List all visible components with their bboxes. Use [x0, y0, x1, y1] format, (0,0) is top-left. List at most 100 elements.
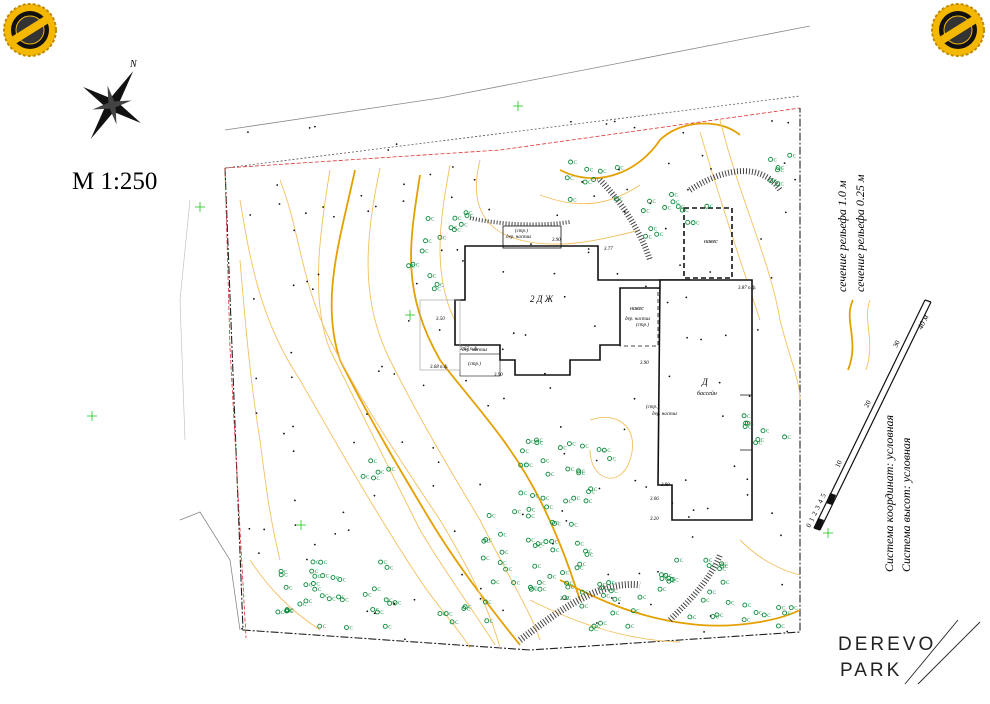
tree-icon: С: [537, 586, 547, 593]
tree-label: С: [468, 606, 472, 611]
tree-icon: С: [566, 441, 576, 448]
elevation-point-icon: [342, 511, 345, 514]
tree-icon: С: [775, 181, 785, 188]
tree-icon: С: [788, 605, 798, 612]
tree-label: С: [524, 492, 528, 497]
tree-label: С: [309, 600, 313, 605]
tree-icon: С: [612, 596, 622, 603]
tree-icon: С: [557, 445, 567, 452]
tree-label: С: [603, 583, 607, 588]
elevation-point-icon: [756, 328, 759, 331]
tree-icon: С: [601, 447, 611, 454]
tree-icon: С: [370, 607, 380, 614]
elevation-point-icon: [733, 465, 736, 468]
elevation-point-icon: [552, 542, 554, 545]
elevation-point-icon: [645, 285, 647, 288]
survey-cross-icon: [87, 411, 97, 421]
tree-label: С: [517, 582, 521, 587]
tree-icon: С: [601, 592, 610, 599]
tree-label: С: [675, 579, 679, 584]
elevation-point-icon: [549, 387, 552, 389]
survey-cross-icon: [296, 520, 306, 530]
elevation-point-icon: [255, 377, 258, 380]
tree-icon: С: [525, 537, 535, 544]
tree-icon: С: [552, 521, 561, 527]
elevation-point-icon: [633, 397, 636, 400]
tree-label: С: [332, 598, 336, 603]
elevation-point-icon: [479, 587, 482, 590]
tree-icon: С: [663, 572, 673, 579]
deck-outline-3: [419, 299, 461, 371]
tree-icon: С: [312, 573, 322, 580]
tree-label: С: [324, 561, 328, 566]
plan-annotation: 3.06: [650, 497, 659, 502]
elevation-point-icon: [334, 533, 337, 535]
elevation-point-icon: [709, 271, 712, 273]
tree-label: С: [660, 233, 664, 238]
tree-label: С: [563, 447, 567, 452]
tree-label: С: [290, 610, 294, 615]
tree-label: С: [381, 471, 385, 476]
tree-icon: С: [753, 440, 763, 447]
tree-icon: С: [362, 591, 372, 598]
tree-icon: С: [579, 589, 589, 596]
tree-icon: С: [775, 167, 785, 174]
elevation-point-icon: [746, 478, 749, 481]
tree-label: С: [525, 450, 529, 455]
tree-icon: С: [544, 504, 554, 511]
tree-icon: С: [449, 619, 459, 626]
elevation-point-icon: [563, 295, 566, 298]
elevation-point-icon: [666, 301, 669, 304]
tree-icon: С: [768, 178, 778, 185]
tree-label: С: [668, 207, 672, 212]
tree-label: С: [782, 607, 786, 612]
tree-label: С: [509, 568, 513, 573]
tree-icon: С: [599, 585, 609, 592]
elevation-point-icon: [381, 365, 383, 368]
tree-icon: С: [525, 513, 535, 520]
tree-icon: С: [687, 614, 697, 621]
tree-icon: С: [360, 473, 370, 480]
elevation-point-icon: [623, 211, 626, 213]
elevation-point-icon: [616, 272, 619, 275]
tree-icon: С: [384, 564, 394, 571]
tree-icon: С: [526, 506, 536, 513]
tree-icon: С: [588, 626, 598, 633]
tree-label: С: [532, 508, 536, 513]
tree-icon: С: [312, 586, 322, 593]
plan-annotation: (стр.): [636, 323, 649, 328]
tree-label: С: [685, 209, 689, 214]
elevation-points: [241, 120, 797, 641]
tree-icon: С: [545, 471, 555, 478]
elevation-point-icon: [671, 502, 674, 504]
survey-cross-icon: [513, 101, 523, 111]
tree-icon: С: [318, 559, 328, 566]
elevation-point-icon: [706, 507, 709, 510]
survey-cross-icon: [405, 310, 415, 320]
tree-label: С: [316, 582, 320, 587]
tree-icon: С: [419, 248, 429, 255]
plan-annotation: 3.87 п.ф.: [738, 286, 757, 291]
tree-icon: С: [571, 495, 581, 502]
tree-icon: С: [610, 610, 620, 617]
elevation-point-icon: [595, 622, 598, 624]
elevation-point-icon: [587, 251, 590, 254]
elevation-point-icon: [313, 125, 316, 128]
tree-label: С: [589, 500, 593, 505]
legend-contour-minor: сечение рельефа 0.25 м: [853, 174, 867, 292]
tree-icon: С: [662, 205, 672, 212]
elevation-point-icon: [598, 487, 601, 490]
stamp-badge-right: [931, 3, 985, 57]
tree-label: С: [574, 523, 578, 528]
elevation-point-icon: [360, 194, 363, 197]
canopy-label: навес: [704, 239, 718, 245]
stamp-badge-left: [3, 3, 57, 57]
tree-icon: С: [464, 213, 474, 220]
scale-tick-label: 20: [863, 399, 873, 409]
tree-label: С: [284, 574, 288, 579]
tree-icon: С: [704, 203, 714, 210]
elevation-point-icon: [760, 238, 763, 240]
tree-icon: С: [710, 614, 720, 621]
tree-icon: С: [679, 207, 689, 214]
tree-icon: С: [703, 557, 713, 564]
